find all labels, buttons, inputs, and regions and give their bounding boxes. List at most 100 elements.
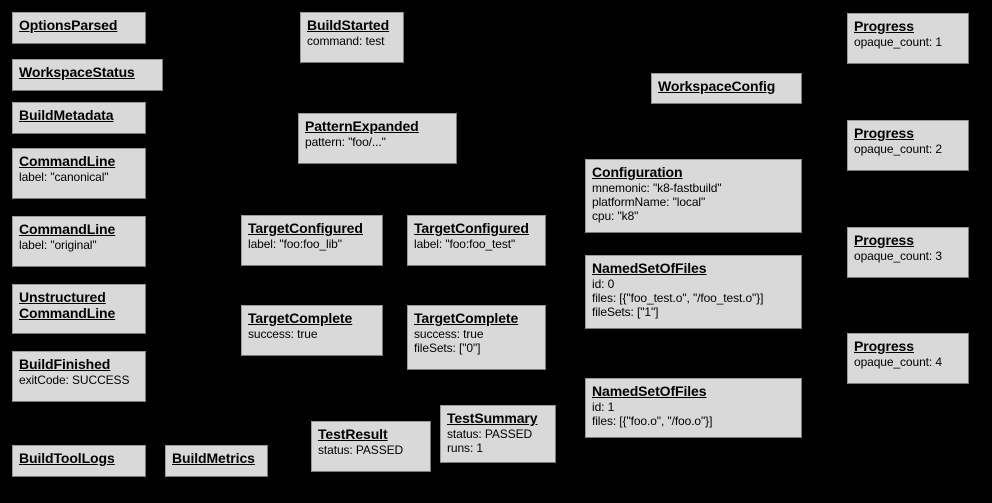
event-node-workspace-status[interactable]: WorkspaceStatus	[12, 59, 163, 91]
node-title: TestSummary	[447, 410, 549, 426]
node-title-line: TestResult	[318, 426, 388, 442]
node-field: label: "original"	[19, 238, 97, 252]
node-title-line: CommandLine	[19, 221, 116, 237]
node-title-line: BuildStarted	[307, 17, 390, 33]
node-field: fileSets: ["1"]	[592, 305, 659, 319]
node-field: pattern: "foo/..."	[305, 135, 386, 149]
node-fields: opaque_count: 1	[854, 35, 962, 49]
node-field: files: [{"foo.o", "/foo.o"}]	[592, 414, 713, 428]
node-title-line: TargetConfigured	[414, 220, 529, 236]
node-title: PatternExpanded	[305, 118, 450, 134]
event-node-build-metadata[interactable]: BuildMetadata	[12, 102, 146, 134]
node-title-line: NamedSetOfFiles	[592, 383, 707, 399]
node-field: label: "foo:foo_lib"	[248, 237, 342, 251]
node-title-line: Unstructured	[19, 289, 106, 305]
node-title-line: Progress	[854, 338, 914, 354]
node-title: CommandLine	[19, 153, 139, 169]
node-fields: opaque_count: 4	[854, 355, 962, 369]
node-title: BuildToolLogs	[19, 450, 139, 466]
node-field: status: PASSED	[318, 443, 404, 457]
node-field: id: 1	[592, 400, 615, 414]
node-title-line: Configuration	[592, 164, 683, 180]
node-fields: opaque_count: 3	[854, 249, 962, 263]
node-title: BuildFinished	[19, 356, 139, 372]
node-title: Configuration	[592, 164, 795, 180]
node-title: Progress	[854, 18, 962, 34]
node-title: OptionsParsed	[19, 17, 139, 33]
node-title: TargetComplete	[414, 310, 539, 326]
node-title: CommandLine	[19, 221, 139, 237]
node-field: opaque_count: 4	[854, 355, 942, 369]
node-title: BuildMetadata	[19, 107, 139, 123]
node-field: label: "canonical"	[19, 170, 109, 184]
node-title: NamedSetOfFiles	[592, 383, 795, 399]
node-title-line: CommandLine	[19, 153, 116, 169]
node-field: status: PASSED	[447, 427, 533, 441]
node-fields: label: "foo:foo_test"	[414, 237, 539, 251]
node-field: fileSets: ["0"]	[414, 341, 481, 355]
node-title: Progress	[854, 338, 962, 354]
node-title: TargetComplete	[248, 310, 376, 326]
event-node-build-metrics[interactable]: BuildMetrics	[165, 445, 268, 477]
node-field: opaque_count: 2	[854, 142, 942, 156]
node-field: opaque_count: 3	[854, 249, 942, 263]
node-fields: pattern: "foo/..."	[305, 135, 450, 149]
node-title-line: Progress	[854, 232, 914, 248]
node-title: WorkspaceStatus	[19, 64, 156, 80]
node-title: TargetConfigured	[248, 220, 376, 236]
node-title-line: WorkspaceConfig	[658, 78, 776, 94]
node-field: exitCode: SUCCESS	[19, 373, 130, 387]
node-title-line: Progress	[854, 125, 914, 141]
node-field: runs: 1	[447, 441, 483, 455]
node-title-line: BuildMetrics	[172, 450, 255, 466]
node-fields: command: test	[307, 34, 397, 48]
node-title-line: BuildMetadata	[19, 107, 114, 123]
event-node-build-tool-logs[interactable]: BuildToolLogs	[12, 445, 146, 477]
node-field: success: true	[248, 327, 318, 341]
event-node-workspace-config[interactable]: WorkspaceConfig	[651, 73, 802, 104]
node-title-line: TestSummary	[447, 410, 538, 426]
node-title-line: Progress	[854, 18, 914, 34]
node-title-line: TargetComplete	[248, 310, 353, 326]
node-fields: success: true	[248, 327, 376, 341]
node-fields: label: "foo:foo_lib"	[248, 237, 376, 251]
node-title-line: BuildToolLogs	[19, 450, 115, 466]
node-title-line: TargetComplete	[414, 310, 519, 326]
node-title: Progress	[854, 232, 962, 248]
node-field: success: true	[414, 327, 484, 341]
node-title-line: BuildFinished	[19, 356, 111, 372]
event-node-options-parsed[interactable]: OptionsParsed	[12, 12, 146, 44]
node-title-line: OptionsParsed	[19, 17, 118, 33]
node-title: TestResult	[318, 426, 424, 442]
node-title: BuildMetrics	[172, 450, 261, 466]
node-title: NamedSetOfFiles	[592, 260, 795, 276]
node-field: id: 0	[592, 277, 615, 291]
node-fields: label: "canonical"	[19, 170, 139, 184]
node-title-line: PatternExpanded	[305, 118, 419, 134]
node-field: platformName: "local"	[592, 195, 706, 209]
